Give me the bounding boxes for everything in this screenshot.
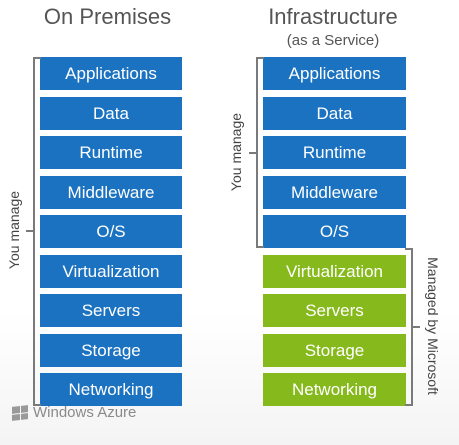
right-block-virtualization: Virtualization [263, 255, 406, 288]
managed-by-microsoft-tick [412, 326, 420, 328]
windows-flag-icon [12, 404, 28, 421]
left-block-data: Data [40, 97, 182, 130]
left-block-networking: Networking [40, 373, 182, 406]
right-block-runtime: Runtime [263, 136, 406, 169]
left-you-manage-bracket [33, 57, 41, 406]
left-block-applications: Applications [40, 57, 182, 90]
left-column-title: On Premises [43, 4, 172, 29]
right-column-title: Infrastructure [268, 4, 398, 29]
logo-text: Windows Azure [33, 404, 137, 421]
right-block-servers: Servers [263, 294, 406, 327]
right-block-os: O/S [263, 215, 406, 248]
left-block-runtime: Runtime [40, 136, 182, 169]
left-block-middleware: Middleware [40, 176, 182, 209]
right-block-networking: Networking [263, 373, 406, 406]
right-you-manage-tick [249, 152, 257, 154]
left-block-servers: Servers [40, 294, 182, 327]
right-block-data: Data [263, 97, 406, 130]
left-you-manage-label: You manage [6, 190, 22, 270]
right-you-manage-bracket [256, 57, 264, 248]
windows-azure-logo: Windows Azure [12, 404, 136, 421]
left-block-os: O/S [40, 215, 182, 248]
left-block-virtualization: Virtualization [40, 255, 182, 288]
right-block-applications: Applications [263, 57, 406, 90]
left-block-storage: Storage [40, 334, 182, 367]
right-you-manage-label: You manage [228, 112, 244, 192]
right-block-storage: Storage [263, 334, 406, 367]
right-column-subtitle: (as a Service) [286, 32, 380, 49]
managed-by-microsoft-label: Managed by Microsoft [425, 257, 441, 395]
right-block-middleware: Middleware [263, 176, 406, 209]
left-bracket-tick [26, 230, 34, 232]
